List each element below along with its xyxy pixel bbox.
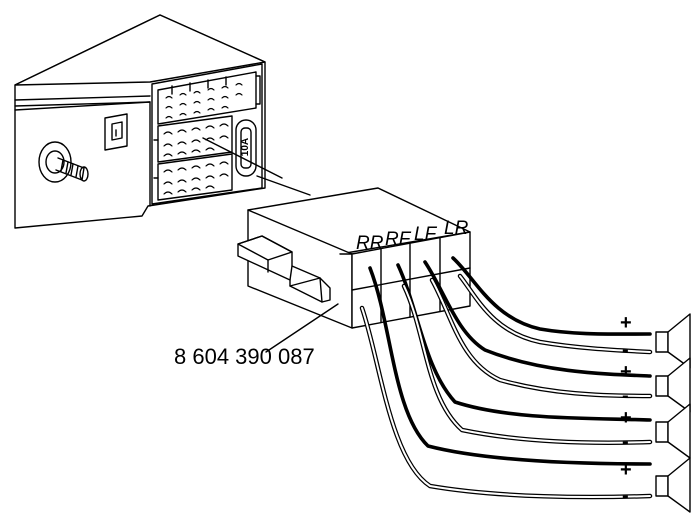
socket-pins-upper (165, 82, 243, 119)
speaker-3-minus: - (622, 431, 629, 453)
socket-pins-middle (163, 123, 229, 157)
channel-label-rf: RF (385, 229, 411, 250)
speaker-2-plus: + (620, 361, 632, 383)
speaker-4-minus: - (622, 485, 629, 507)
socket-pins-lower (163, 161, 229, 195)
speaker-icon (655, 313, 691, 369)
socket-guide-line (256, 175, 311, 196)
socket-guide-line (202, 137, 283, 179)
channel-label-rr: RR (356, 233, 384, 254)
channel-label-lr: LR (444, 218, 469, 239)
speaker-1-plus: + (620, 312, 632, 334)
fuse-rating-label: 10A (240, 137, 251, 157)
antenna-stud-icon (38, 141, 89, 183)
speaker-1-minus: - (622, 339, 629, 361)
speaker-icon (655, 457, 691, 513)
speaker-icon (655, 357, 691, 413)
speaker-wires-negative (359, 273, 653, 500)
part-number-label: 8 604 390 087 (174, 344, 315, 369)
speaker-2-minus: - (622, 385, 629, 407)
speaker-4-plus: + (620, 459, 632, 481)
speaker-3-plus: + (620, 407, 632, 429)
housing-switch-icon (104, 113, 128, 151)
speaker-icon (655, 403, 691, 459)
part-number-leader (265, 303, 339, 353)
channel-label-lf: LF (414, 224, 437, 245)
adapter-latch (237, 235, 331, 303)
